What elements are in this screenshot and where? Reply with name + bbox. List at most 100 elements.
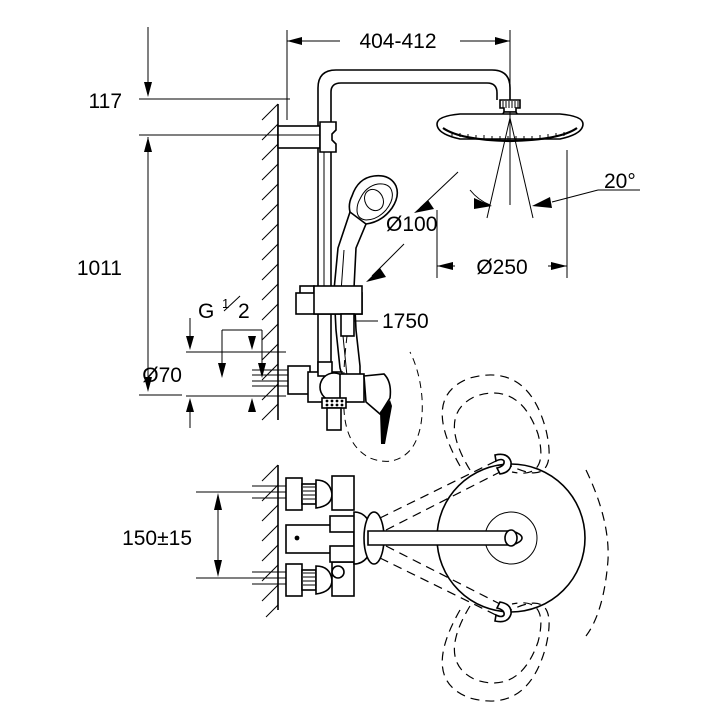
shower-arm-inner — [330, 82, 498, 135]
dimension-label-117: 117 — [89, 90, 122, 113]
mixer-aerator-dots — [325, 399, 344, 407]
dimension-label-g: G — [198, 300, 214, 323]
dimension-150: 150±15 — [122, 491, 286, 579]
arrow-right — [495, 37, 510, 45]
dimension-label-1750: 1750 — [382, 310, 429, 333]
hand-shower-nozzle-ring — [364, 188, 384, 212]
hand-shower-holder — [295, 285, 363, 337]
inlet-escutcheon-lower — [285, 563, 303, 597]
hose-connector — [340, 313, 355, 337]
head-shower — [436, 99, 584, 219]
head-shower-nozzles — [451, 132, 565, 140]
dimension-label-1011: 1011 — [77, 257, 122, 280]
angle-leader-2 — [469, 189, 491, 206]
inlet-thread-lower — [303, 572, 315, 586]
shower-arm-outer — [317, 69, 511, 135]
dimension-label-d100: Ø100 — [386, 213, 437, 236]
mixer-aerator-plate — [321, 397, 347, 409]
lever-raised-tip — [494, 453, 512, 475]
swing-arc-lower-inner — [453, 602, 542, 684]
mixer-shoulder-upper — [331, 475, 355, 511]
bracket-collar — [319, 121, 337, 153]
lever-rod-tip — [504, 529, 518, 547]
inlet-elbow-lower — [315, 565, 333, 595]
dimension-20-degrees: 20° — [469, 170, 640, 209]
hand-shower — [333, 174, 399, 384]
mixer-aerator-port — [331, 565, 345, 579]
dimension-label-404-412: 404-412 — [359, 30, 436, 53]
lever-lowered-position — [379, 545, 512, 623]
dimension-g-half: G 1 2 — [198, 295, 266, 378]
bracket-body — [277, 125, 321, 149]
dimension-label-g-numerator: 1 — [222, 296, 229, 311]
dimension-d70: Ø70 — [142, 318, 286, 428]
arrow-down-outer — [186, 398, 194, 412]
dimension-404-412: 404-412 — [286, 30, 511, 120]
mixer-plan-detail — [252, 475, 385, 597]
inlet-elbow-upper — [315, 479, 333, 509]
leader-arrow-upper — [414, 200, 434, 213]
arrow-up-inner — [248, 336, 256, 350]
g-arrow-left — [218, 363, 226, 378]
arrow-up-outer — [186, 336, 194, 350]
wall-hatching-upper — [261, 103, 279, 421]
spray-cone-left — [486, 117, 511, 219]
mixer-lever-tail — [380, 400, 392, 444]
inlet-lower — [252, 561, 355, 597]
mixer-collar-lower — [329, 545, 357, 563]
dimension-label-20deg: 20° — [604, 170, 636, 193]
arrow-left — [287, 37, 302, 45]
lever-lowered-edge-1 — [379, 557, 499, 617]
swing-arc-upper-inner — [453, 392, 542, 474]
mixer-centre-mark — [294, 535, 300, 541]
swing-arc-lower-outer — [441, 602, 550, 702]
angle-arrow-left — [474, 198, 492, 209]
dimension-label-g-denominator: 2 — [238, 300, 250, 323]
lever-raised-edge-2 — [385, 471, 501, 531]
mixer-outlet — [326, 407, 342, 431]
wall-hatching-lower — [261, 464, 279, 618]
wall-inlet-connector-upper — [252, 365, 311, 395]
dimension-d100: Ø100 — [366, 171, 459, 282]
lever-lowered-tip — [494, 601, 512, 623]
dimension-1011: 1011 — [77, 137, 182, 396]
arrow-right — [551, 262, 567, 270]
mixer-collar-upper — [329, 515, 357, 533]
inlet-thread-upper — [303, 486, 315, 500]
dimension-1750: 1750 — [354, 310, 429, 333]
dimension-117: 117 — [89, 27, 290, 152]
swivel-knurl — [502, 101, 519, 108]
single-lever-mixer — [307, 361, 392, 444]
wall-bracket-upper — [277, 121, 337, 153]
arrow-down — [144, 82, 152, 97]
dimension-d250: Ø250 — [436, 150, 568, 279]
leader-arrow-lower — [366, 268, 386, 282]
hand-shower-face-inner — [356, 183, 393, 221]
lever-lowered-edge-2 — [385, 545, 501, 605]
spray-cone-right — [509, 117, 534, 219]
angle-arrow-right — [532, 197, 552, 208]
inlet-escutcheon — [287, 365, 311, 395]
dimension-label-150: 150±15 — [122, 527, 192, 550]
wall-section-lower — [261, 464, 279, 618]
inlet-escutcheon-upper — [285, 477, 303, 511]
dimension-label-d70: Ø70 — [142, 364, 182, 387]
lever-rod — [367, 530, 523, 546]
lever-handle-plan — [367, 374, 609, 702]
swing-arc-right — [585, 469, 609, 637]
wall-section-upper — [261, 103, 279, 421]
angle-leader-1 — [551, 189, 599, 203]
fraction-slash — [223, 295, 241, 312]
lever-raised-edge-1 — [379, 459, 499, 519]
dimension-label-d250: Ø250 — [476, 256, 527, 279]
holder-cradle — [313, 285, 363, 315]
lever-raised-position — [379, 453, 512, 531]
arrow-down — [144, 377, 152, 392]
inlet-upper — [252, 475, 355, 511]
arrow-left — [437, 262, 453, 270]
arrow-down-inner — [248, 398, 256, 412]
swing-arc-upper-outer — [441, 374, 550, 474]
arrow-up — [214, 493, 222, 510]
